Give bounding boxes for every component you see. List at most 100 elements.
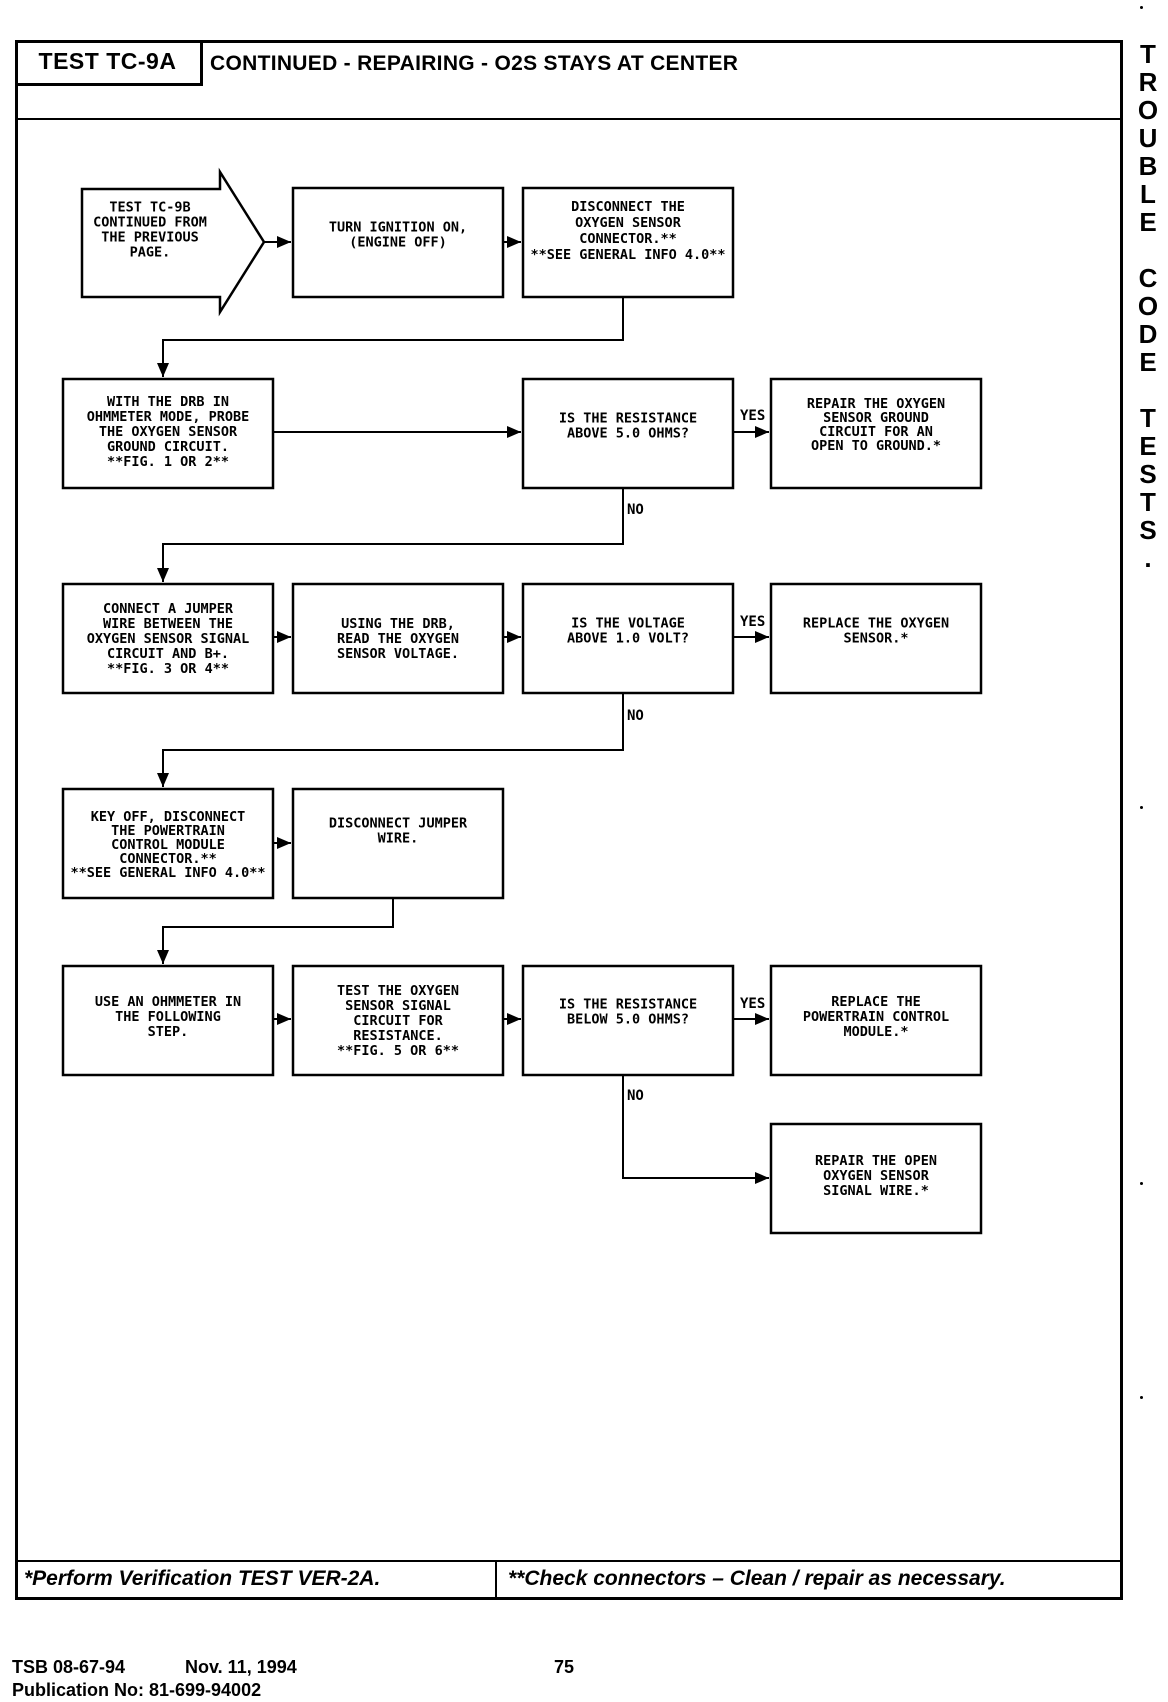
box-decision-resistance-above — [521, 377, 735, 490]
use-ohmmeter-text-line: STEP. — [148, 1024, 189, 1040]
side-tab-letter: D — [1138, 319, 1158, 349]
side-tab-letter: L — [1140, 179, 1156, 209]
connector-disconnect-probe — [157, 297, 624, 377]
side-tab-letter: R — [1138, 67, 1158, 97]
connector-voltage-no-keyoff — [157, 693, 624, 787]
box-disconnect-o2s — [521, 186, 735, 299]
test-id-box: TEST TC-9A — [15, 40, 203, 86]
jumper-text-line: WIRE BETWEEN THE — [103, 616, 233, 632]
decision-resistance-above-text-line: ABOVE 5.0 OHMS? — [567, 426, 689, 442]
ohmmeter-probe-text-line: GROUND CIRCUIT. — [107, 439, 229, 455]
header-rule — [15, 118, 1123, 120]
side-tab-letter: S — [1139, 459, 1157, 489]
box-use-ohmmeter — [61, 964, 275, 1077]
box-ohmmeter-probe — [61, 377, 275, 490]
replace-sensor-text-line: REPLACE THE OXYGEN — [803, 616, 949, 632]
side-tab-letter: E — [1139, 207, 1157, 237]
repair-signal-text-line: OXYGEN SENSOR — [823, 1168, 930, 1184]
margin-mark — [1140, 6, 1143, 9]
use-ohmmeter-text-line: USE AN OHMMETER IN — [95, 994, 241, 1010]
yes-label: YES — [740, 996, 765, 1012]
repair-signal-text-line: SIGNAL WIRE.* — [823, 1183, 929, 1199]
repair-ground-text-line: REPAIR THE OXYGEN — [807, 396, 945, 412]
ohmmeter-probe-text-line: **FIG. 1 OR 2** — [107, 454, 229, 470]
box-decision-voltage — [521, 582, 735, 695]
repair-ground-text-line: CIRCUIT FOR AN — [819, 424, 933, 440]
repair-ground-text-line: SENSOR GROUND — [823, 410, 929, 426]
disconnect-jumper-text-line: DISCONNECT JUMPER — [329, 816, 468, 832]
publication-date: Nov. 11, 1994 — [185, 1657, 297, 1677]
start-arrow-shape — [80, 167, 266, 317]
decision-resistance-below-text-line: IS THE RESISTANCE — [559, 997, 697, 1013]
disconnect-jumper-text-line: WIRE. — [378, 831, 419, 847]
test-signal-text-line: TEST THE OXYGEN — [337, 983, 459, 999]
box-replace-pcm — [769, 964, 983, 1077]
test-signal-text-line: RESISTANCE. — [353, 1028, 442, 1044]
replace-sensor-text-line: SENSOR.* — [843, 631, 908, 647]
side-tab-letter: E — [1139, 347, 1157, 377]
no-label: NO — [627, 708, 644, 724]
side-tab-letter: C — [1138, 263, 1158, 293]
no-label: NO — [627, 502, 644, 518]
ohmmeter-probe-text-line: THE OXYGEN SENSOR — [99, 424, 238, 440]
ohmmeter-probe-text-line: WITH THE DRB IN — [107, 394, 229, 410]
disconnect-o2s-text-line: **SEE GENERAL INFO 4.0** — [530, 247, 725, 263]
connector-below-no-repair — [622, 1075, 769, 1184]
replace-pcm-text-line: REPLACE THE — [831, 994, 920, 1010]
test-signal-text-line: SENSOR SIGNAL — [345, 998, 451, 1014]
side-tab-letter: S — [1139, 515, 1157, 545]
test-signal-text-line: **FIG. 5 OR 6** — [337, 1043, 459, 1059]
margin-mark — [1140, 1396, 1143, 1399]
page-number: 75 — [554, 1657, 575, 1677]
key-off-text-line: KEY OFF, DISCONNECT — [91, 809, 245, 825]
start-text-line: PAGE. — [130, 245, 171, 261]
read-voltage-text-line: USING THE DRB, — [341, 616, 455, 632]
test-signal-text-line: CIRCUIT FOR — [353, 1013, 443, 1029]
side-tab-letter: O — [1137, 95, 1159, 125]
no-label: NO — [627, 1088, 644, 1104]
read-voltage-text-line: READ THE OXYGEN — [337, 631, 459, 647]
publication-number: Publication No: 81-699-94002 — [12, 1680, 262, 1700]
jumper-text-line: OXYGEN SENSOR SIGNAL — [87, 631, 250, 647]
ignition-text-line: TURN IGNITION ON, — [329, 220, 467, 236]
disconnect-o2s-text-line: OXYGEN SENSOR — [575, 215, 682, 231]
footnote-connectors: **Check connectors – Clean / repair as n… — [508, 1567, 1006, 1590]
decision-voltage-text-line: IS THE VOLTAGE — [571, 616, 685, 632]
key-off-text-line: THE POWERTRAIN — [111, 823, 225, 839]
connector-decision-no-jumper — [157, 488, 624, 582]
side-tab-letter: T — [1140, 487, 1156, 517]
disconnect-o2s-text-line: CONNECTOR.** — [579, 231, 677, 247]
box-repair-ground — [769, 377, 983, 490]
page-frame — [15, 40, 1123, 1600]
read-voltage-text-line: SENSOR VOLTAGE. — [337, 646, 459, 662]
side-tab-letter: U — [1138, 123, 1158, 153]
box-disconnect-jumper — [291, 787, 505, 900]
repair-ground-text-line: OPEN TO GROUND.* — [811, 438, 941, 454]
footnote-verification: *Perform Verification TEST VER-2A. — [24, 1567, 381, 1590]
ohmmeter-probe-text-line: OHMMETER MODE, PROBE — [87, 409, 250, 425]
footer-rule — [15, 1560, 1123, 1562]
side-tab-letter: . — [1144, 543, 1152, 573]
side-tab-letter: E — [1139, 431, 1157, 461]
jumper-text-line: CONNECT A JUMPER — [103, 601, 234, 617]
use-ohmmeter-text-line: THE FOLLOWING — [115, 1009, 221, 1025]
start-text-line: THE PREVIOUS — [101, 230, 199, 246]
page-title: CONTINUED - REPAIRING - O2S STAYS AT CEN… — [210, 52, 739, 75]
box-test-signal — [291, 964, 505, 1077]
box-read-voltage — [291, 582, 505, 695]
box-replace-sensor — [769, 582, 983, 695]
decision-resistance-above-text-line: IS THE RESISTANCE — [559, 411, 697, 427]
side-tab-letter: B — [1138, 151, 1158, 181]
key-off-text-line: CONTROL MODULE — [111, 837, 225, 853]
repair-signal-text-line: REPAIR THE OPEN — [815, 1153, 937, 1169]
start-text-line: TEST TC-9B — [109, 200, 190, 216]
box-repair-signal — [769, 1122, 983, 1235]
tsb-number: TSB 08-67-94 — [12, 1657, 126, 1677]
start-text-line: CONTINUED FROM — [93, 215, 207, 231]
side-tab-letter: T — [1140, 403, 1156, 433]
footer-divider — [495, 1560, 497, 1600]
box-jumper — [61, 582, 275, 695]
disconnect-o2s-text-line: DISCONNECT THE — [571, 199, 685, 215]
decision-resistance-below-text-line: BELOW 5.0 OHMS? — [567, 1012, 689, 1028]
